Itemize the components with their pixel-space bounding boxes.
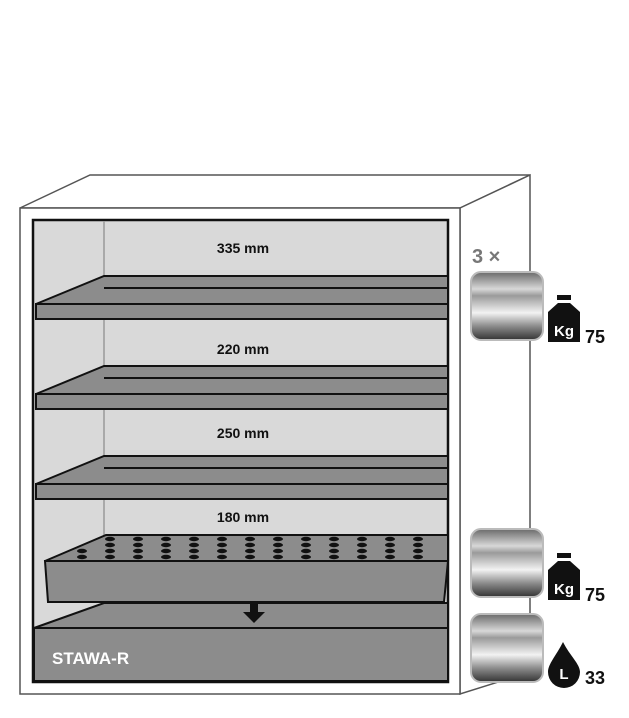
perforation-hole	[301, 536, 311, 542]
perforation-hole	[105, 548, 115, 554]
perforation-hole	[357, 542, 367, 548]
perforation-hole	[189, 554, 199, 560]
perforation-hole	[105, 542, 115, 548]
perforation-hole	[357, 554, 367, 560]
perforation-hole	[329, 554, 339, 560]
grid-insert-icon	[470, 528, 544, 598]
perforation-hole	[357, 536, 367, 542]
perforation-hole	[217, 554, 227, 560]
shelf	[35, 275, 449, 320]
perforation-hole	[413, 554, 423, 560]
perforation-hole	[161, 554, 171, 560]
shelf	[35, 365, 449, 410]
compartment-height-label: 250 mm	[217, 425, 269, 441]
perforation-hole	[105, 554, 115, 560]
shelf	[35, 455, 449, 500]
arrow-down-icon	[243, 604, 265, 623]
perforation-hole	[161, 542, 171, 548]
sump-volume-value: 33	[585, 668, 605, 688]
perforation-hole	[413, 548, 423, 554]
perforation-hole	[329, 536, 339, 542]
compartment-height-label: 335 mm	[217, 240, 269, 256]
perforation-hole	[357, 548, 367, 554]
perforation-hole	[385, 554, 395, 560]
perforation-hole	[413, 536, 423, 542]
perforation-hole	[161, 548, 171, 554]
svg-text:L: L	[559, 666, 568, 683]
perforation-hole	[413, 542, 423, 548]
perforation-hole	[105, 536, 115, 542]
sump-label: STAWA-R	[52, 649, 129, 668]
perforation-hole	[77, 554, 87, 560]
drop-litre-icon: L	[548, 642, 580, 688]
svg-text:Kg: Kg	[554, 581, 574, 598]
weight-kg-icon: Kg	[548, 295, 580, 342]
compartment-height-label: 220 mm	[217, 341, 269, 357]
weight-kg-icon: Kg	[548, 553, 580, 600]
perforation-hole	[329, 542, 339, 548]
perforation-hole	[385, 548, 395, 554]
perforation-hole	[245, 542, 255, 548]
perforation-hole	[273, 554, 283, 560]
perforation-hole	[133, 548, 143, 554]
perforation-hole	[189, 548, 199, 554]
perforation-hole	[273, 548, 283, 554]
shelf-load-value: 75	[585, 327, 605, 347]
perforation-hole	[189, 542, 199, 548]
tray-load-value: 75	[585, 585, 605, 605]
perforation-hole	[133, 536, 143, 542]
perforation-hole	[245, 554, 255, 560]
perforation-hole	[301, 554, 311, 560]
perforation-hole	[301, 548, 311, 554]
perforation-hole	[189, 536, 199, 542]
svg-text:Kg: Kg	[554, 323, 574, 340]
perforation-hole	[273, 536, 283, 542]
sump-icon	[470, 613, 544, 683]
perforation-hole	[273, 542, 283, 548]
perforation-hole	[245, 548, 255, 554]
perforation-hole	[301, 542, 311, 548]
perforation-hole	[217, 548, 227, 554]
grid-insert	[43, 534, 450, 603]
perforation-hole	[385, 542, 395, 548]
perforation-hole	[133, 542, 143, 548]
perforation-hole	[133, 554, 143, 560]
shelf-count: 3 ×	[472, 246, 500, 268]
perforation-hole	[245, 536, 255, 542]
perforation-hole	[217, 536, 227, 542]
perforation-hole	[385, 536, 395, 542]
perforation-hole	[329, 548, 339, 554]
perforation-hole	[217, 542, 227, 548]
compartment-height-label: 180 mm	[217, 509, 269, 525]
shelf-icon	[470, 271, 544, 341]
sump-tray	[33, 602, 449, 682]
perforation-hole	[77, 548, 87, 554]
perforation-hole	[161, 536, 171, 542]
